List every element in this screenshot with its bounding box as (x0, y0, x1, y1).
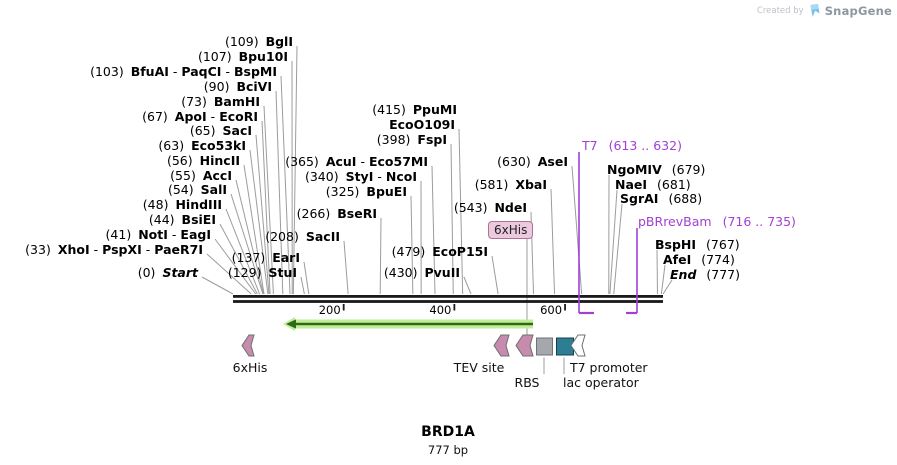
site-callout-line-bgli (292, 45, 298, 295)
site-label-noti-eagi: (41)NotI-EagI (105, 227, 211, 242)
site-label-xhoi-pspxi-paer7i: (33)XhoI-PspXI-PaeR7I (25, 242, 203, 257)
feature-label-t7-promoter: T7 promoter (570, 360, 648, 375)
site-callout-line-eco53ki (249, 149, 269, 295)
site-callout-line-xhoi-pspxi-paer7i (206, 253, 252, 295)
feature-label-tev-site: TEV site (453, 360, 505, 375)
site-label-bamhi: (73)BamHI (181, 94, 260, 109)
sequence-line-bottom (233, 300, 663, 303)
site-label-acci: (55)AccI (170, 168, 232, 183)
ruler-number-600: 600 (540, 303, 563, 317)
site-label-ndei: (543)NdeI (453, 200, 527, 215)
site-label-bseri: (266)BseRI (296, 206, 377, 221)
site-label-asei: (630)AseI (497, 154, 568, 169)
map-length: 777 bp (427, 443, 469, 457)
site-label-ecop15i: (479)EcoP15I (391, 244, 488, 259)
ruler-number-200: 200 (318, 303, 341, 317)
site-label-bpuei: (325)BpuEI (325, 184, 407, 199)
ruler-number-400: 400 (429, 303, 452, 317)
site-label-start: (0)Start (137, 265, 198, 280)
watermark-brand: SnapGene (824, 4, 892, 18)
feature-label-lac-operator: lac operator (563, 375, 639, 390)
site-label-fspi: (398)FspI (376, 132, 447, 147)
feature-his6-n (241, 334, 255, 357)
map-footer: BRD1A 777 bp (421, 424, 475, 457)
site-callout-line-saci (255, 134, 270, 295)
site-callout-line-fspi (450, 143, 454, 295)
site-callout-line-hindiii (225, 208, 261, 295)
feature-lac-operator (556, 337, 574, 356)
snapgene-logo-icon (810, 4, 820, 17)
site-label-hindiii: (48)HindIII (142, 197, 222, 212)
feature-badge-6xhis: 6xHis (488, 221, 534, 239)
site-label-ngomiv: NgoMIV(679) (607, 162, 706, 177)
site-callout-line-start (201, 276, 234, 295)
site-label-hincii: (56)HincII (166, 153, 240, 168)
orf-arrow-core-head (286, 319, 296, 329)
feature-label-rbs: RBS (514, 375, 540, 390)
site-callout-line-ecoo109i (458, 128, 464, 295)
site-callout-line-sacii (343, 240, 349, 295)
site-callout-line-xbai (550, 188, 556, 295)
site-callout-line-bfuai-paqci-bspmi (280, 75, 291, 295)
site-label-ppumi: (415)PpuMI (372, 102, 457, 117)
site-label-saci: (65)SacI (189, 123, 252, 138)
site-label-pvuii: (430)PvuII (383, 265, 460, 280)
site-label-bfuai-paqci-bspmi: (103)BfuAI-PaqCI-BspMI (90, 64, 277, 79)
feature-tev-site (493, 334, 510, 357)
site-label-stui: (129)StuI (227, 265, 297, 280)
site-label-acui-eco57mi: (365)AcuI-Eco57MI (285, 154, 428, 169)
sequence-line-top (233, 295, 663, 298)
site-callout-line-naei (609, 189, 618, 295)
site-label-bgli: (109)BglI (224, 34, 293, 49)
site-callout-line-bpuei (410, 195, 414, 295)
watermark: Created by SnapGene (757, 4, 892, 18)
primer-label-pbrrevbam: pBRrevBam(716 .. 735) (638, 214, 796, 229)
watermark-prefix: Created by (756, 6, 804, 16)
feature-his6-mid (515, 334, 534, 357)
site-callout-line-sali (230, 193, 264, 295)
site-label-sacii: (208)SacII (265, 229, 340, 244)
site-label-xbai: (581)XbaI (474, 177, 547, 192)
site-callout-line-bamhi (263, 105, 274, 295)
map-title: BRD1A (421, 424, 475, 440)
site-label-bcivi: (90)BciVI (203, 79, 272, 94)
site-callout-line-acci (235, 179, 264, 295)
site-label-apoi-ecori: (67)ApoI-EcoRI (142, 109, 258, 124)
site-callout-line-pvuii (463, 276, 472, 295)
site-label-sali: (54)SalI (167, 182, 227, 197)
site-callout-line-acui-eco57mi (431, 165, 436, 295)
site-callout-line-hincii (243, 164, 265, 295)
site-label-eari: (137)EarI (231, 250, 300, 265)
site-callout-line-asei (571, 165, 583, 295)
site-callout-line-end (662, 279, 673, 295)
feature-t7-promoter (570, 334, 586, 357)
site-callout-line-bcivi (275, 90, 284, 295)
site-callout-line-bseri (379, 217, 382, 295)
site-label-eco53ki: (63)Eco53kI (158, 138, 246, 153)
site-callout-line-stui (300, 276, 305, 295)
site-label-end: End(777) (670, 267, 741, 282)
site-label-bpu10i: (107)Bpu10I (197, 49, 288, 64)
primer-label-t7: T7(613 .. 632) (582, 138, 682, 153)
site-callout-line-bsiei (219, 223, 258, 295)
feature-label-his6-n: 6xHis (232, 360, 268, 375)
site-callout-line-eari (303, 261, 310, 295)
site-callout-line-afei (660, 264, 666, 295)
site-label-styi-ncoi: (340)StyI-NcoI (304, 169, 417, 184)
site-callout-line-noti-eagi (214, 238, 257, 295)
site-label-bsphi: BspHI(767) (655, 237, 740, 252)
site-label-naei: NaeI(681) (615, 177, 691, 192)
site-callout-line-sgrai (613, 203, 623, 295)
site-label-sgrai: SgrAI(688) (620, 191, 703, 206)
site-callout-line-apoi-ecori (261, 120, 271, 295)
site-callout-line-ecop15i (491, 255, 499, 295)
site-label-afei: AfeI(774) (663, 252, 735, 267)
site-label-ecoo109i: EcoO109I (389, 117, 455, 132)
feature-rbs (536, 337, 553, 356)
site-label-bsiei: (44)BsiEI (148, 212, 216, 227)
